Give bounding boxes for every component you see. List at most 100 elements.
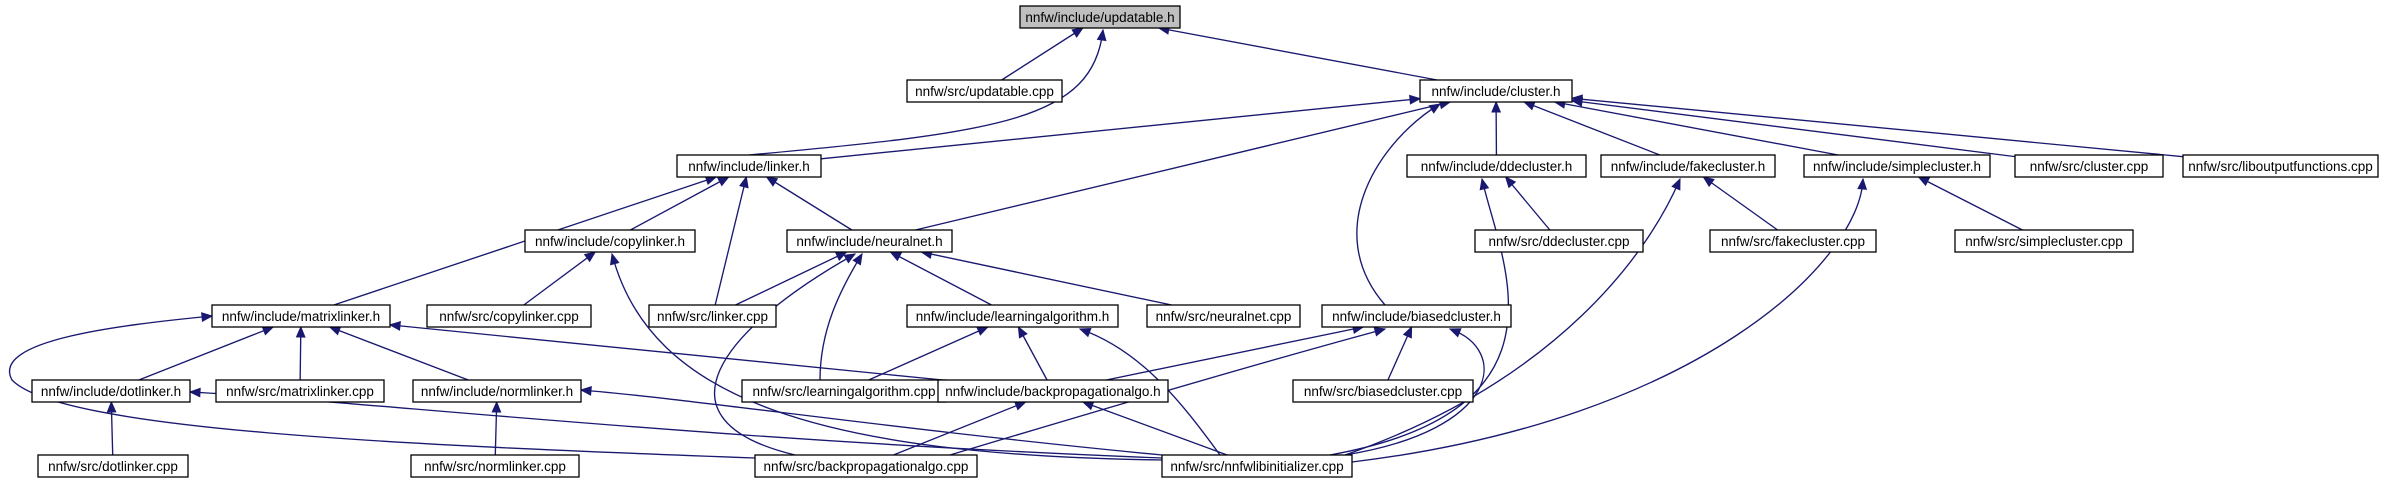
node-simplecluster-cpp[interactable]: nnfw/src/simplecluster.cpp bbox=[1954, 229, 2134, 253]
node-label: nnfw/src/linker.cpp bbox=[657, 309, 768, 324]
node-backpropagationalgo-h[interactable]: nnfw/include/backpropagationalgo.h bbox=[937, 379, 1169, 403]
edge-backpropagationalgo_cpp-to-biasedcluster_h-arrowhead bbox=[1373, 326, 1387, 337]
edge-nnfwlibinitializer_cpp-to-simplecluster_h bbox=[1351, 178, 1864, 463]
edge-neuralnet_h-to-linker_h-arrowhead bbox=[765, 176, 779, 187]
node-box bbox=[1954, 229, 2134, 253]
node-ddecluster-cpp[interactable]: nnfw/src/ddecluster.cpp bbox=[1474, 229, 1644, 253]
node-box bbox=[211, 304, 391, 328]
node-fakecluster-h[interactable]: nnfw/include/fakecluster.h bbox=[1600, 154, 1776, 178]
node-updatable-h[interactable]: nnfw/include/updatable.h bbox=[1019, 5, 1181, 29]
node-nnfwlibinitializer-cpp[interactable]: nnfw/src/nnfwlibinitializer.cpp bbox=[1161, 454, 1353, 478]
node-neuralnet-cpp[interactable]: nnfw/src/neuralnet.cpp bbox=[1146, 304, 1301, 328]
edge-nnfwlibinitializer_cpp-to-biasedcluster_h-arrowhead bbox=[1448, 328, 1462, 338]
edge-copylinker_h-to-linker_h bbox=[630, 176, 729, 231]
edge-backpropagationalgo_h-to-matrixlinker_h-arrowhead bbox=[388, 320, 401, 331]
node-cluster-cpp[interactable]: nnfw/src/cluster.cpp bbox=[2014, 154, 2164, 178]
edge-learningalgorithm_cpp-to-neuralnet_h-arrowhead bbox=[852, 252, 863, 266]
node-updatable-cpp[interactable]: nnfw/src/updatable.cpp bbox=[906, 79, 1063, 103]
node-label: nnfw/src/matrixlinker.cpp bbox=[226, 384, 374, 399]
node-label: nnfw/include/ddecluster.h bbox=[1421, 159, 1573, 174]
node-box bbox=[937, 379, 1169, 403]
edge-learningalgorithm_cpp-to-learningalgorithm_h bbox=[868, 326, 989, 381]
edge-fakecluster_h-to-cluster_h-arrowhead bbox=[1522, 101, 1536, 111]
node-box bbox=[31, 379, 191, 403]
node-label: nnfw/include/simplecluster.h bbox=[1813, 159, 1981, 174]
node-label: nnfw/include/copylinker.h bbox=[535, 234, 685, 249]
node-box bbox=[1321, 304, 1512, 328]
edge-linker_cpp-to-linker_h-arrowhead bbox=[739, 175, 749, 189]
node-learningalgorithm-h[interactable]: nnfw/include/learningalgorithm.h bbox=[906, 304, 1119, 328]
node-box bbox=[676, 154, 822, 178]
node-box bbox=[2182, 154, 2379, 178]
node-biasedcluster-cpp[interactable]: nnfw/src/biasedcluster.cpp bbox=[1292, 379, 1474, 403]
edge-backpropagationalgo_cpp-to-neuralnet_h-arrowhead bbox=[843, 253, 857, 264]
edge-simplecluster_cpp-to-simplecluster_h bbox=[1918, 176, 2023, 231]
edge-linker_cpp-to-neuralnet_h bbox=[735, 251, 847, 306]
node-label: nnfw/src/learningalgorithm.cpp bbox=[752, 384, 935, 399]
node-box bbox=[410, 454, 580, 478]
edge-learningalgorithm_h-to-neuralnet_h bbox=[890, 251, 992, 306]
node-label: nnfw/include/learningalgorithm.h bbox=[916, 309, 1110, 324]
node-label: nnfw/src/dotlinker.cpp bbox=[48, 459, 178, 474]
node-biasedcluster-h[interactable]: nnfw/include/biasedcluster.h bbox=[1321, 304, 1512, 328]
node-label: nnfw/src/cluster.cpp bbox=[2030, 159, 2149, 174]
edge-backpropagationalgo_h-to-learningalgorithm_h-arrowhead bbox=[1017, 325, 1028, 339]
edge-linker_h-to-updatable_h-arrowhead bbox=[1096, 28, 1107, 42]
edge-backpropagationalgo_cpp-to-neuralnet_h bbox=[713, 253, 856, 456]
edge-nnfwlibinitializer_cpp-to-ddecluster_h bbox=[1329, 178, 1510, 456]
edge-nnfwlibinitializer_cpp-to-copylinker_h bbox=[611, 253, 1163, 461]
node-neuralnet-h[interactable]: nnfw/include/neuralnet.h bbox=[786, 229, 953, 253]
node-fakecluster-cpp[interactable]: nnfw/src/fakecluster.cpp bbox=[1709, 229, 1877, 253]
node-label: nnfw/include/linker.h bbox=[688, 159, 810, 174]
edge-nnfwlibinitializer_cpp-to-simplecluster_h-arrowhead bbox=[1857, 177, 1868, 190]
edge-simplecluster_h-to-cluster_h bbox=[1554, 101, 1839, 156]
node-normlinker-h[interactable]: nnfw/include/normlinker.h bbox=[412, 379, 582, 403]
node-dotlinker-cpp[interactable]: nnfw/src/dotlinker.cpp bbox=[37, 454, 189, 478]
edge-backpropagationalgo_cpp-to-matrixlinker_h-arrowhead bbox=[201, 312, 214, 322]
node-box bbox=[1474, 229, 1644, 253]
node-label: nnfw/include/backpropagationalgo.h bbox=[945, 384, 1160, 399]
edge-neuralnet_h-to-cluster_h bbox=[915, 101, 1451, 231]
node-linker-h[interactable]: nnfw/include/linker.h bbox=[676, 154, 822, 178]
node-box bbox=[1146, 304, 1301, 328]
node-box bbox=[1161, 454, 1353, 478]
node-linker-cpp[interactable]: nnfw/src/linker.cpp bbox=[648, 304, 777, 328]
node-copylinker-h[interactable]: nnfw/include/copylinker.h bbox=[524, 229, 696, 253]
edge-neuralnet_h-to-linker_h bbox=[766, 176, 853, 231]
edge-nnfwlibinitializer_cpp-to-normlinker_h bbox=[580, 389, 1163, 456]
node-box bbox=[1019, 5, 1181, 29]
node-learningalgorithm-cpp[interactable]: nnfw/src/learningalgorithm.cpp bbox=[741, 379, 947, 403]
edge-dotlinker_h-to-matrixlinker_h bbox=[138, 326, 274, 381]
node-label: nnfw/src/simplecluster.cpp bbox=[1965, 234, 2123, 249]
node-liboutputfunctions-cpp[interactable]: nnfw/src/liboutputfunctions.cpp bbox=[2182, 154, 2379, 178]
node-backpropagationalgo-cpp[interactable]: nnfw/src/backpropagationalgo.cpp bbox=[754, 454, 978, 478]
node-matrixlinker-h[interactable]: nnfw/include/matrixlinker.h bbox=[211, 304, 391, 328]
node-box bbox=[524, 229, 696, 253]
edge-nnfwlibinitializer_cpp-to-backpropagationalgo_h-arrowhead bbox=[1081, 400, 1095, 411]
nodes-layer: nnfw/include/updatable.h nnfw/src/updatab… bbox=[31, 5, 2379, 478]
node-normlinker-cpp[interactable]: nnfw/src/normlinker.cpp bbox=[410, 454, 580, 478]
edge-dotlinker_h-to-matrixlinker_h-arrowhead bbox=[261, 326, 275, 336]
node-label: nnfw/include/neuralnet.h bbox=[796, 234, 942, 249]
node-label: nnfw/src/liboutputfunctions.cpp bbox=[2188, 159, 2373, 174]
edge-learningalgorithm_h-to-neuralnet_h-arrowhead bbox=[889, 251, 903, 262]
node-matrixlinker-cpp[interactable]: nnfw/src/matrixlinker.cpp bbox=[215, 379, 385, 403]
node-label: nnfw/include/normlinker.h bbox=[421, 384, 573, 399]
node-label: nnfw/src/nnfwlibinitializer.cpp bbox=[1170, 459, 1343, 474]
node-ddecluster-h[interactable]: nnfw/include/ddecluster.h bbox=[1406, 154, 1587, 178]
node-label: nnfw/src/copylinker.cpp bbox=[439, 309, 579, 324]
edge-copylinker_h-to-linker_h-arrowhead bbox=[717, 176, 730, 187]
node-label: nnfw/include/updatable.h bbox=[1025, 10, 1174, 25]
node-simplecluster-h[interactable]: nnfw/include/simplecluster.h bbox=[1803, 154, 1991, 178]
edge-copylinker_cpp-to-copylinker_h bbox=[523, 251, 596, 306]
edge-backpropagationalgo_h-to-matrixlinker_h bbox=[389, 324, 943, 381]
node-box bbox=[1292, 379, 1474, 403]
node-dotlinker-h[interactable]: nnfw/include/dotlinker.h bbox=[31, 379, 191, 403]
node-label: nnfw/src/updatable.cpp bbox=[915, 84, 1054, 99]
node-cluster-h[interactable]: nnfw/include/cluster.h bbox=[1419, 79, 1573, 103]
node-copylinker-cpp[interactable]: nnfw/src/copylinker.cpp bbox=[426, 304, 592, 328]
node-label: nnfw/include/matrixlinker.h bbox=[222, 309, 380, 324]
node-box bbox=[2014, 154, 2164, 178]
node-box bbox=[1803, 154, 1991, 178]
